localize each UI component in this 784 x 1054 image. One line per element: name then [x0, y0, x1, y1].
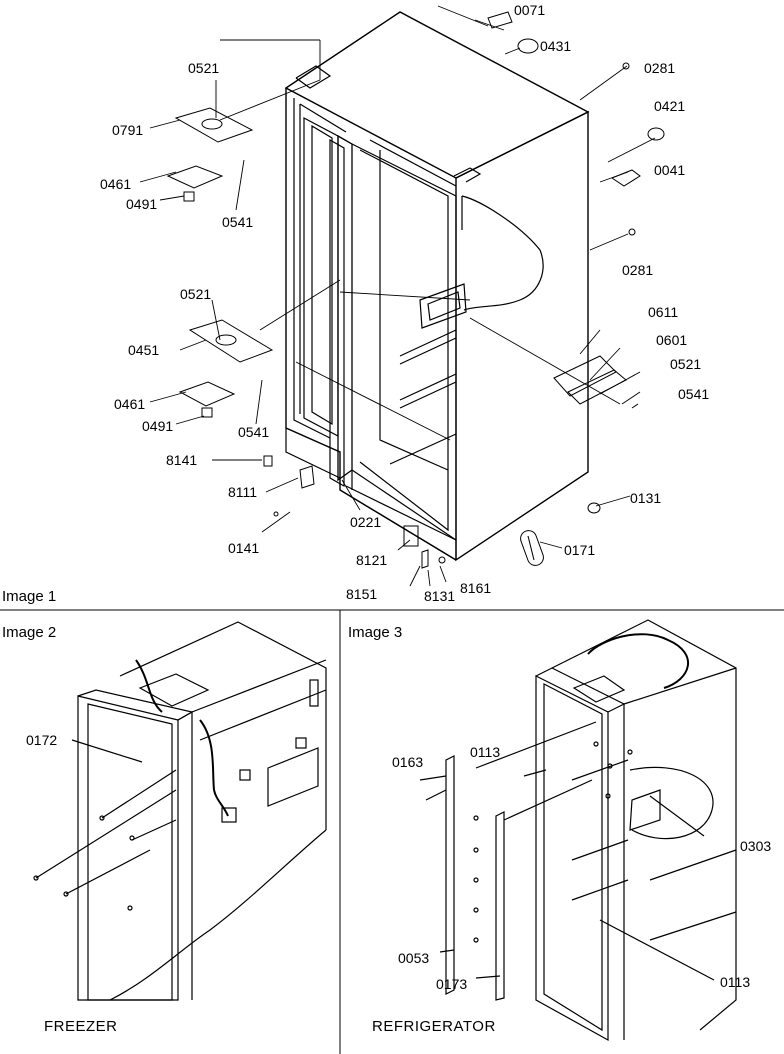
freezer-title: FREEZER [44, 1018, 118, 1035]
part-label-0491-top: 0491 [126, 196, 158, 212]
image2-caption: Image 2 [2, 624, 57, 641]
image1-leaders [139, 5, 656, 587]
part-label-0521-side: 0521 [670, 356, 702, 372]
part-label-0171: 0171 [564, 542, 596, 558]
part-label-0141: 0141 [228, 540, 260, 556]
part-label-0131: 0131 [630, 490, 662, 506]
part-label-0281-side: 0281 [622, 262, 654, 278]
part-label-0461-top: 0461 [100, 176, 132, 192]
image1-caption: Image 1 [2, 588, 57, 605]
part-label-0173: 0173 [436, 976, 468, 992]
part-label-0113-bottom: 0113 [720, 974, 751, 990]
part-label-0421: 0421 [654, 98, 686, 114]
freezer-drawing [33, 621, 327, 1001]
part-label-0521-top: 0521 [188, 60, 220, 76]
part-label-0221: 0221 [350, 514, 382, 530]
part-label-0053: 0053 [398, 950, 430, 966]
part-label-8111: 8111 [228, 484, 258, 500]
refrigerator-title: REFRIGERATOR [372, 1018, 496, 1035]
part-label-8131: 8131 [424, 588, 456, 604]
part-label-0521-mid: 0521 [180, 286, 212, 302]
part-label-8161: 8161 [460, 580, 492, 596]
part-label-0163: 0163 [392, 754, 424, 770]
part-label-0601: 0601 [656, 332, 688, 348]
part-label-0303: 0303 [740, 838, 772, 854]
part-label-8141: 8141 [166, 452, 198, 468]
part-label-8151: 8151 [346, 586, 378, 602]
part-label-0041: 0041 [654, 162, 686, 178]
part-label-0071: 0071 [514, 2, 546, 18]
part-label-8121: 8121 [356, 552, 388, 568]
part-label-0491-mid: 0491 [142, 418, 174, 434]
part-label-0172: 0172 [26, 732, 58, 748]
part-label-0541-mid: 0541 [238, 424, 270, 440]
part-label-0541-side: 0541 [678, 386, 710, 402]
image3-caption: Image 3 [348, 624, 403, 641]
part-label-0541-top: 0541 [222, 214, 254, 230]
part-label-0791: 0791 [112, 122, 144, 138]
part-label-0281-top: 0281 [644, 60, 676, 76]
part-label-0461-mid: 0461 [114, 396, 146, 412]
part-label-0113-top: 0113 [470, 744, 501, 760]
part-label-0451: 0451 [128, 342, 160, 358]
refrigerator-drawing [419, 619, 737, 1042]
image1-parts [166, 11, 665, 569]
cabinet-drawing [284, 11, 590, 562]
part-label-0431: 0431 [540, 38, 572, 54]
part-label-0611: 0611 [648, 304, 679, 320]
